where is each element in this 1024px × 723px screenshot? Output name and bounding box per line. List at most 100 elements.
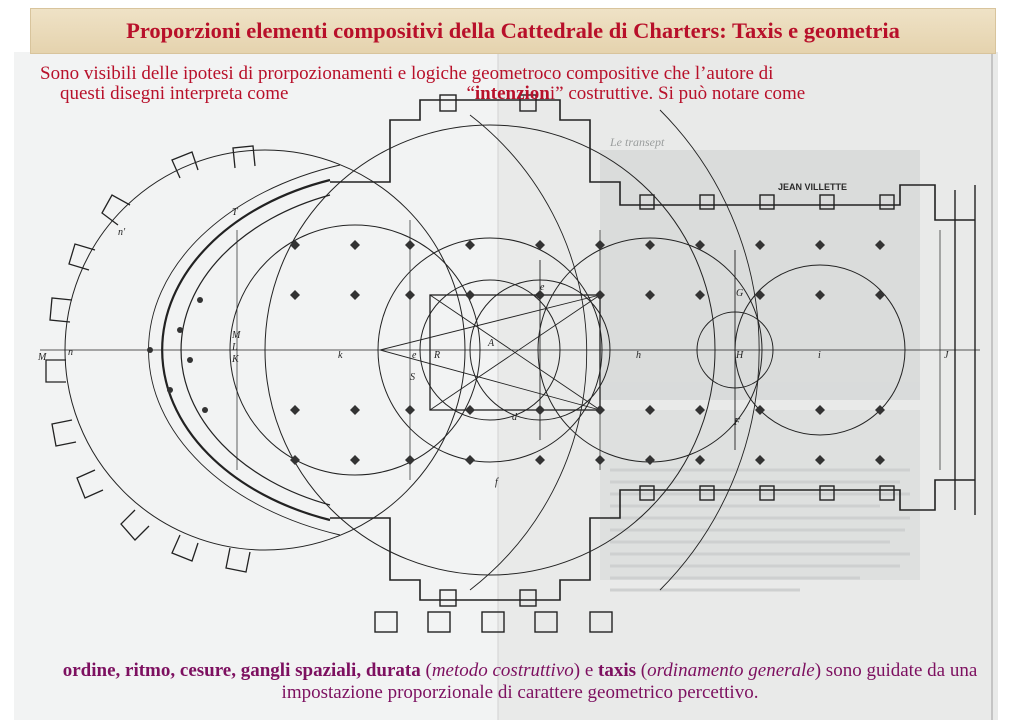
page-title: Proporzioni elementi compositivi della C… (126, 18, 900, 43)
intro-line-1: Sono visibili delle ipotesi di prorpozio… (40, 63, 774, 84)
letter-label: T (232, 207, 239, 218)
author-caption: JEAN VILLETTE (778, 182, 847, 192)
pier-marker (755, 240, 765, 250)
letter-label: M (37, 352, 47, 363)
letter-label: d (512, 412, 518, 423)
letter-label: A (487, 338, 495, 349)
letter-label: k (338, 350, 343, 361)
pier-marker (535, 290, 545, 300)
pier-marker (535, 455, 545, 465)
pier-marker (465, 290, 475, 300)
letter-label: G (736, 288, 743, 299)
pier-marker (875, 405, 885, 415)
pier-marker (815, 455, 825, 465)
footer-italic-1: metodo costruttivo (431, 660, 574, 681)
letter-label: f (495, 477, 499, 488)
footer-text-3: ( (636, 660, 648, 681)
pier-marker (350, 290, 360, 300)
pier-marker (875, 455, 885, 465)
vertical-grid (236, 220, 941, 480)
intro-line-2: questi disegni interpreta come“intenzion… (40, 84, 990, 104)
pier-marker (755, 405, 765, 415)
letter-label: F (733, 417, 741, 428)
pier-marker (595, 455, 605, 465)
pier-marker (187, 357, 193, 363)
pier-marker (695, 455, 705, 465)
pier-marker (147, 347, 153, 353)
letter-label: L (231, 342, 238, 353)
letter-label: h (636, 350, 641, 361)
pier-marker (405, 290, 415, 300)
pier-marker (815, 405, 825, 415)
pier-marker (202, 407, 208, 413)
footer-text-4: ) sono guidate da una impostazione propo… (281, 660, 978, 703)
pier-marker (645, 290, 655, 300)
pier-marker (290, 405, 300, 415)
pier-marker (645, 455, 655, 465)
title-bar: Proporzioni elementi compositivi della C… (30, 8, 996, 54)
letter-label: J (944, 350, 949, 361)
pier-marker (595, 405, 605, 415)
letter-label: n' (118, 227, 126, 238)
pier-marker (350, 455, 360, 465)
pier-marker (167, 387, 173, 393)
pier-marker (815, 240, 825, 250)
footer-paragraph: ordine, ritmo, cesure, gangli spaziali, … (60, 660, 980, 704)
pier-marker (695, 240, 705, 250)
footer-bold-1: ordine, ritmo, cesure, gangli spaziali, … (62, 660, 421, 681)
pier-markers (147, 240, 885, 465)
letter-label: i (818, 350, 821, 361)
pier-marker (595, 240, 605, 250)
pier-marker (755, 290, 765, 300)
pier-marker (405, 455, 415, 465)
pier-marker (535, 240, 545, 250)
letter-label: H (735, 350, 744, 361)
pier-marker (695, 290, 705, 300)
long-arc-1 (469, 114, 588, 591)
pier-marker (350, 405, 360, 415)
pier-marker (875, 240, 885, 250)
pier-marker (465, 405, 475, 415)
letter-label: R (433, 350, 440, 361)
nave-south-wall (330, 479, 975, 601)
footer-text-2: ) e (573, 660, 599, 681)
pier-marker (177, 327, 183, 333)
pier-marker (535, 405, 545, 415)
pier-marker (290, 240, 300, 250)
pier-marker (290, 290, 300, 300)
pier-marker (350, 240, 360, 250)
letter-label: n (68, 347, 73, 358)
footer-text-1: ( (420, 660, 432, 681)
intro-paragraph: Sono visibili delle ipotesi di prorpozio… (40, 64, 990, 104)
pier-marker (197, 297, 203, 303)
pier-marker (695, 405, 705, 415)
buttresses (374, 94, 895, 633)
faded-heading: Le transept (609, 135, 665, 149)
pier-marker (465, 455, 475, 465)
apse-chapels (45, 145, 256, 573)
pier-marker (290, 455, 300, 465)
footer-bold-2: taxis (598, 660, 637, 681)
letter-label: S (410, 372, 415, 383)
letter-label: M (231, 330, 241, 341)
intro-line-2-end: i” costruttive. Si può notare come (549, 83, 806, 104)
nave-north-wall (330, 99, 975, 221)
intro-emphasis: intenzion (474, 83, 550, 104)
pier-marker (405, 405, 415, 415)
pier-marker (815, 290, 825, 300)
pier-marker (645, 405, 655, 415)
pier-marker (645, 240, 655, 250)
letter-label: e (412, 350, 417, 361)
letter-label: e (540, 282, 545, 293)
letter-label: K (231, 354, 240, 365)
pier-marker (755, 455, 765, 465)
pier-marker (595, 290, 605, 300)
pier-marker (465, 240, 475, 250)
scan-left-page (14, 52, 498, 720)
construction-letters: M n' n T L M K e k R S c A e d f G h H i… (37, 207, 949, 488)
pier-marker (875, 290, 885, 300)
pier-marker (405, 240, 415, 250)
intro-line-2-start: questi disegni interpreta come (60, 83, 289, 104)
